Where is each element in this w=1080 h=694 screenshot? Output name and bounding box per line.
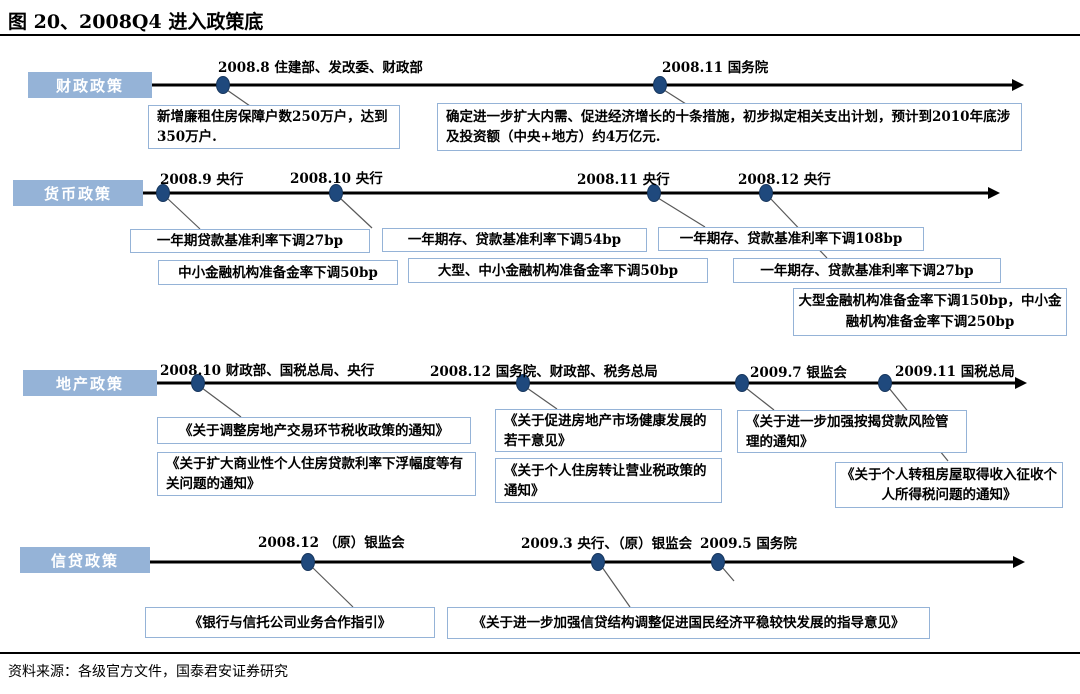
timeline-label-credit: 信贷政策 — [20, 547, 150, 573]
policy-box: 确定进一步扩大内需、促进经济增长的十条措施，初步拟定相关支出计划，预计到2010… — [437, 103, 1022, 151]
timeline-label-realestate: 地产政策 — [23, 370, 157, 396]
monetary-arrow-icon — [988, 187, 1000, 199]
policy-text: 一年期存、贷款基准利率下调54bp — [407, 232, 622, 248]
event-dot — [653, 76, 667, 94]
policy-text: 大型金融机构准备金率下调150bp，中小金融机构准备金率下调250bp — [798, 293, 1062, 330]
policy-text: 一年期贷款基准利率下调27bp — [156, 233, 344, 249]
event-date: 2008.12 国务院、财政部、税务总局 — [430, 364, 658, 380]
policy-box: 《关于进一步加强按揭贷款风险管理的通知》 — [737, 410, 967, 453]
policy-box: 新增廉租住房保障户数250万户，达到350万户. — [148, 105, 400, 149]
event-date: 2008.9 央行 — [160, 172, 244, 188]
event-dot — [647, 184, 661, 202]
policy-box: 《关于个人转租房屋取得收入征收个人所得税问题的通知》 — [835, 462, 1063, 508]
policy-box: 一年期贷款基准利率下调27bp — [130, 229, 370, 253]
policy-box: 中小金融机构准备金率下调50bp — [158, 260, 398, 285]
connector-line — [721, 566, 735, 582]
footer-divider — [0, 652, 1080, 654]
event-dot — [301, 553, 315, 571]
event-dot — [191, 374, 205, 392]
policy-box: 《银行与信托公司业务合作指引》 — [145, 607, 435, 638]
credit-arrow-icon — [1013, 556, 1025, 568]
policy-text: 新增廉租住房保障户数250万户，达到350万户. — [157, 109, 388, 145]
timeline-label-monetary: 货币政策 — [13, 180, 143, 206]
policy-box: 《关于调整房地产交易环节税收政策的通知》 — [157, 417, 471, 444]
event-date: 2008.12 （原）银监会 — [258, 535, 405, 551]
source-note: 资料来源：各级官方文件，国泰君安证券研究 — [8, 664, 288, 680]
timeline-label-fiscal: 财政政策 — [28, 72, 152, 98]
event-dot — [735, 374, 749, 392]
event-dot — [591, 553, 605, 571]
connector-line — [745, 387, 775, 411]
policy-text: 《关于促进房地产市场健康发展的若干意见》 — [504, 412, 707, 449]
event-date: 2008.11 国务院 — [662, 60, 769, 76]
policy-text: 中小金融机构准备金率下调50bp — [178, 264, 378, 281]
event-date: 2009.11 国税总局 — [895, 364, 1015, 380]
connector-line — [657, 197, 706, 228]
policy-text: 《关于调整房地产交易环节税收政策的通知》 — [179, 422, 449, 439]
event-date: 2008.11 央行 — [577, 172, 670, 188]
event-date: 2009.7 银监会 — [750, 365, 847, 381]
policy-text: 一年期存、贷款基准利率下调27bp — [760, 262, 974, 279]
event-dot — [878, 374, 892, 392]
policy-text: 《关于进一步加强按揭贷款风险管理的通知》 — [746, 413, 949, 450]
policy-text: 《关于个人住房转让营业税政策的通知》 — [504, 462, 707, 499]
event-date: 2008.8 住建部、发改委、财政部 — [218, 60, 423, 76]
policy-text: 大型、中小金融机构准备金率下调50bp — [437, 262, 679, 279]
policy-box: 大型、中小金融机构准备金率下调50bp — [408, 258, 708, 283]
policy-text: 《关于扩大商业性个人住房贷款利率下浮幅度等有关问题的通知》 — [166, 456, 463, 492]
event-dot — [216, 76, 230, 94]
event-dot — [156, 184, 170, 202]
event-date: 2009.5 国务院 — [700, 536, 797, 552]
connector-line — [339, 197, 373, 229]
policy-box: 一年期存、贷款基准利率下调108bp — [658, 227, 924, 251]
event-dot — [516, 374, 530, 392]
connector-line — [226, 89, 251, 107]
connector-line — [166, 197, 201, 230]
policy-box: 《关于进一步加强信贷结构调整促进国民经济平稳较快发展的指导意见》 — [447, 607, 930, 639]
policy-text: 确定进一步扩大内需、促进经济增长的十条措施，初步拟定相关支出计划，预计到2010… — [446, 109, 1011, 145]
fiscal-arrow-icon — [1012, 79, 1024, 91]
event-date: 2009.3 央行、（原）银监会 — [521, 536, 693, 552]
event-date: 2008.10 财政部、国税总局、央行 — [160, 363, 375, 379]
connector-line — [663, 89, 687, 105]
event-dot — [759, 184, 773, 202]
event-dot — [711, 553, 725, 571]
connector-line — [526, 387, 558, 410]
figure-title: 图 20、2008Q4 进入政策底 — [8, 11, 264, 33]
policy-box: 《关于促进房地产市场健康发展的若干意见》 — [495, 409, 722, 452]
connector-line — [601, 566, 631, 608]
policy-text: 《关于个人转租房屋取得收入征收个人所得税问题的通知》 — [841, 467, 1057, 503]
event-date: 2008.10 央行 — [290, 171, 383, 187]
event-date: 2008.12 央行 — [738, 172, 831, 188]
policy-text: 一年期存、贷款基准利率下调108bp — [679, 231, 903, 247]
realestate-arrow-icon — [1015, 377, 1027, 389]
title-divider — [0, 34, 1080, 36]
connector-line — [311, 566, 354, 608]
policy-text: 《银行与信托公司业务合作指引》 — [188, 614, 392, 631]
event-dot — [329, 184, 343, 202]
policy-box: 一年期存、贷款基准利率下调27bp — [733, 258, 1001, 283]
policy-text: 《关于进一步加强信贷结构调整促进国民经济平稳较快发展的指导意见》 — [472, 615, 905, 631]
policy-box: 《关于个人住房转让营业税政策的通知》 — [495, 458, 722, 503]
policy-box: 《关于扩大商业性个人住房贷款利率下浮幅度等有关问题的通知》 — [157, 452, 476, 496]
policy-box: 大型金融机构准备金率下调150bp，中小金融机构准备金率下调250bp — [793, 288, 1067, 336]
policy-box: 一年期存、贷款基准利率下调54bp — [382, 228, 647, 252]
connector-line — [201, 387, 242, 418]
